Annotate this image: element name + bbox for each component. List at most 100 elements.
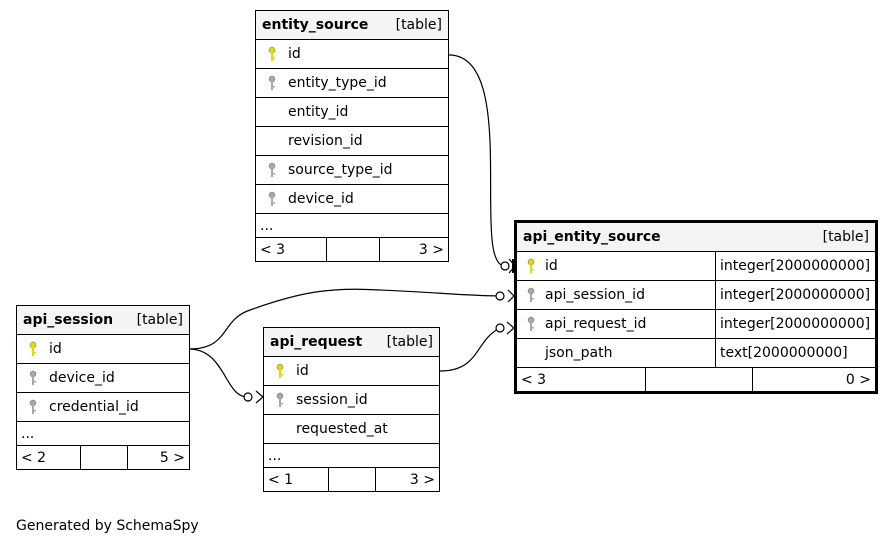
column-row[interactable]: revision_id <box>256 127 448 156</box>
table-nav: < 1 3 > <box>264 468 439 491</box>
primary-key-icon <box>276 363 284 378</box>
nav-right[interactable]: 5 > <box>159 449 185 466</box>
more-columns[interactable]: ... <box>17 422 189 446</box>
column-row[interactable]: api_request_id integer[2000000000] <box>517 310 875 339</box>
column-type: text[2000000000] <box>720 345 848 361</box>
foreign-key-icon <box>268 162 276 177</box>
nav-left[interactable]: < 1 <box>268 471 294 488</box>
column-row[interactable]: id <box>17 335 189 364</box>
key-icon-slot <box>256 191 288 207</box>
column-row[interactable]: id integer[2000000000] <box>517 252 875 281</box>
column-row[interactable]: api_session_id integer[2000000000] <box>517 281 875 310</box>
foreign-key-icon <box>268 75 276 90</box>
foreign-key-icon <box>29 370 37 385</box>
foreign-key-icon <box>527 287 535 302</box>
foreign-key-icon <box>276 392 284 407</box>
table-api-session[interactable]: api_session [table] id device_id credentia… <box>16 305 190 470</box>
column-row[interactable]: entity_id <box>256 98 448 127</box>
column-name-cell: json_path <box>517 339 716 367</box>
nav-left[interactable]: < 3 <box>260 241 286 258</box>
primary-key-icon <box>268 46 276 61</box>
edge-optional-marker <box>495 323 505 333</box>
key-icon-slot <box>256 75 288 91</box>
table-name[interactable]: api_session <box>23 312 114 328</box>
foreign-key-icon <box>527 316 535 331</box>
foreign-key-icon <box>268 191 276 206</box>
table-name[interactable]: api_request <box>270 334 363 350</box>
edge-api-session-id <box>188 288 501 350</box>
primary-key-icon <box>29 341 37 356</box>
key-icon-slot <box>517 258 545 274</box>
more-columns[interactable]: ... <box>256 214 448 238</box>
key-icon-slot <box>517 316 545 332</box>
column-row[interactable]: entity_type_id <box>256 69 448 98</box>
column-name: id <box>545 258 558 274</box>
edge-optional-marker <box>243 392 253 402</box>
column-name: entity_id <box>288 104 349 120</box>
edge-api-session-request <box>188 348 248 398</box>
column-row[interactable]: device_id <box>256 185 448 214</box>
table-kind: [table] <box>386 334 433 350</box>
column-name: device_id <box>49 370 115 386</box>
column-name: id <box>288 46 301 62</box>
nav-right[interactable]: 3 > <box>409 471 435 488</box>
nav-middle <box>645 368 753 391</box>
key-icon-slot <box>17 399 49 415</box>
foreign-key-icon <box>29 399 37 414</box>
nav-left[interactable]: < 3 <box>521 371 547 388</box>
column-row[interactable]: source_type_id <box>256 156 448 185</box>
table-header: api_session [table] <box>17 306 189 335</box>
column-type: integer[2000000000] <box>720 287 871 303</box>
column-name: api_request_id <box>545 316 647 332</box>
edge-api-request-id <box>439 327 501 372</box>
column-row[interactable]: device_id <box>17 364 189 393</box>
nav-right[interactable]: 0 > <box>845 371 871 388</box>
key-icon-slot <box>256 46 288 62</box>
key-icon-slot <box>264 363 296 379</box>
edge-entity-source-id <box>448 54 506 267</box>
column-name: revision_id <box>288 133 363 149</box>
column-name: id <box>296 363 309 379</box>
nav-left[interactable]: < 2 <box>21 449 47 466</box>
table-kind: [table] <box>395 17 442 33</box>
column-name: credential_id <box>49 399 139 415</box>
column-type: integer[2000000000] <box>720 258 871 274</box>
table-header: entity_source [table] <box>256 11 448 40</box>
column-name: source_type_id <box>288 162 393 178</box>
table-header: api_request [table] <box>264 328 439 357</box>
table-kind: [table] <box>136 312 183 328</box>
footer-credit: Generated by SchemaSpy <box>16 518 199 534</box>
column-name: id <box>49 341 62 357</box>
nav-middle <box>80 446 128 469</box>
table-kind: [table] <box>822 229 869 245</box>
table-nav: < 3 3 > <box>256 238 448 261</box>
column-row[interactable]: id <box>256 40 448 69</box>
key-icon-slot <box>517 287 545 303</box>
column-row[interactable]: credential_id <box>17 393 189 422</box>
nav-right[interactable]: 3 > <box>418 241 444 258</box>
table-nav: < 3 0 > <box>517 368 875 391</box>
column-row[interactable]: requested_at <box>264 415 439 444</box>
table-header: api_entity_source [table] <box>517 223 875 252</box>
nav-middle <box>326 238 380 261</box>
key-icon-slot <box>256 162 288 178</box>
column-name: api_session_id <box>545 287 645 303</box>
more-columns[interactable]: ... <box>264 444 439 468</box>
column-name-cell: id <box>517 252 716 280</box>
column-row[interactable]: id <box>264 357 439 386</box>
table-name[interactable]: api_entity_source <box>523 229 661 245</box>
table-nav: < 2 5 > <box>17 446 189 469</box>
column-row[interactable]: session_id <box>264 386 439 415</box>
table-api-request[interactable]: api_request [table] id session_id requeste… <box>263 327 440 492</box>
column-name: requested_at <box>296 421 388 437</box>
column-name-cell: api_session_id <box>517 281 716 309</box>
column-name: entity_type_id <box>288 75 387 91</box>
table-api-entity-source[interactable]: api_entity_source [table] id integer[2000… <box>514 220 878 394</box>
column-type: integer[2000000000] <box>720 316 871 332</box>
key-icon-slot <box>17 341 49 357</box>
table-name[interactable]: entity_source <box>262 17 369 33</box>
column-name: session_id <box>296 392 368 408</box>
